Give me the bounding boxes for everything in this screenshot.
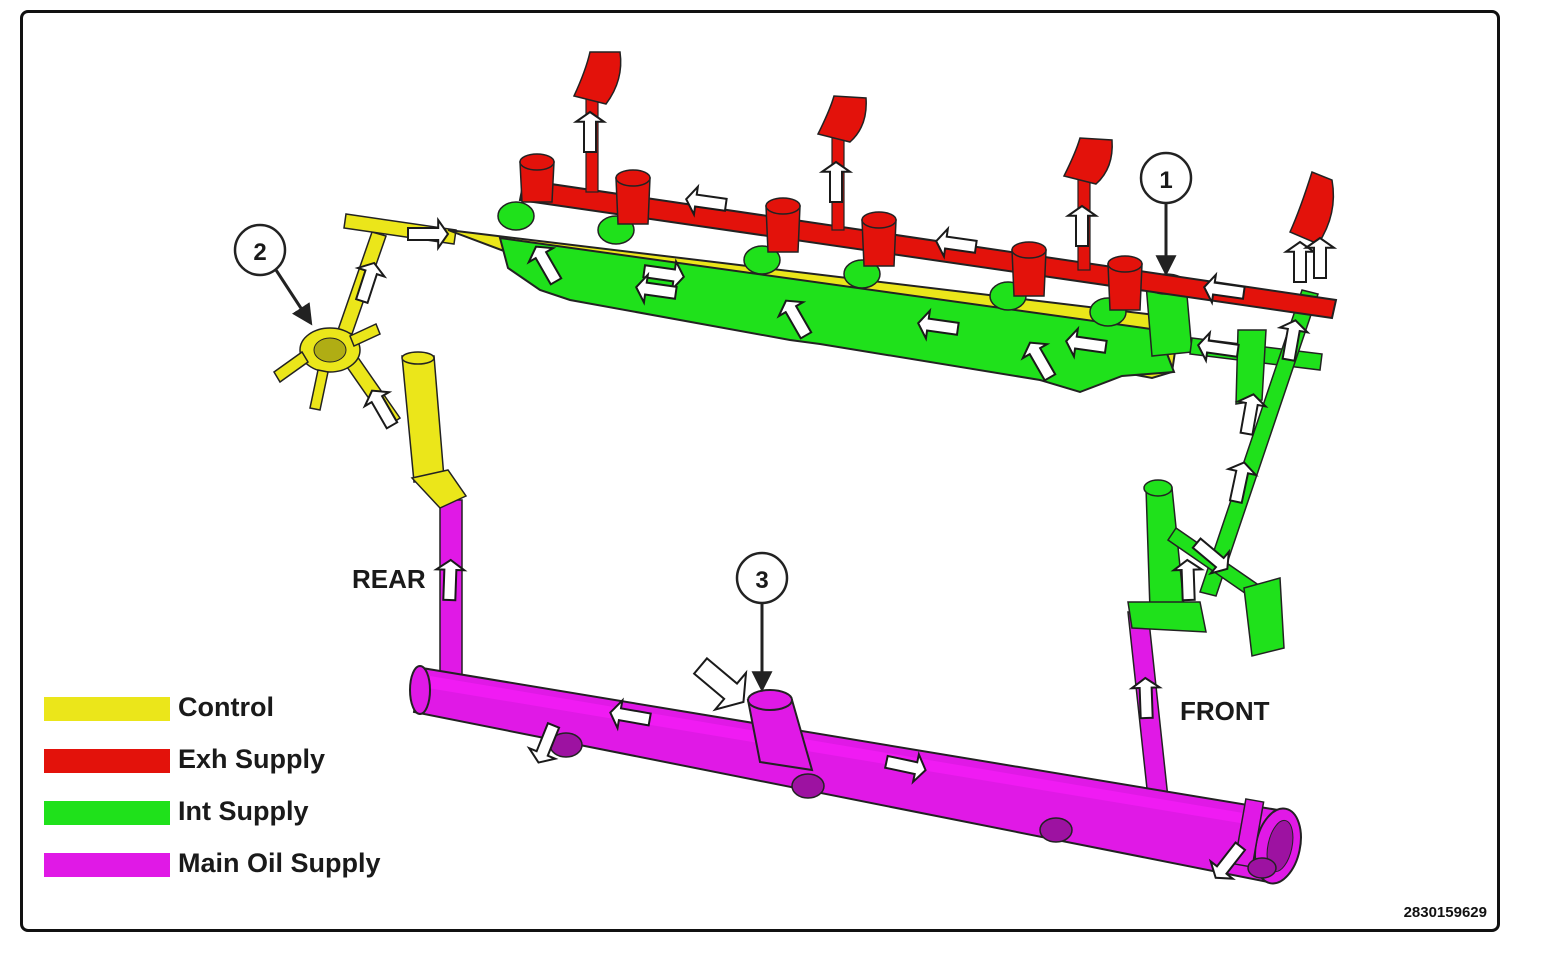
- legend-label-exh-supply: Exh Supply: [178, 744, 326, 774]
- flow-arrow-icon: [1276, 319, 1311, 362]
- front-label: FRONT: [1180, 696, 1270, 726]
- flow-arrow-icon: [684, 183, 728, 218]
- main-pipe-rear-end: [409, 665, 431, 715]
- flow-arrow-icon: [1202, 271, 1246, 306]
- legend-swatch-main-oil-supply: [44, 853, 170, 877]
- flow-arrow-icon: [362, 389, 399, 430]
- exhaust-towers: [519, 153, 1143, 311]
- legend-swatch-exh-supply: [44, 749, 170, 773]
- flow-arrow-icon: [1064, 204, 1100, 247]
- flow-arrow-icon: [1020, 341, 1057, 382]
- flow-arrow-icon: [1196, 329, 1240, 364]
- flow-arrow-icon: [884, 751, 927, 785]
- flow-arrow-icon: [1128, 676, 1163, 720]
- intake-front-standpipe: [1145, 487, 1185, 611]
- flow-arrow-icon: [526, 245, 563, 286]
- control-standpipe: [401, 355, 445, 483]
- flow-arrow-icon: [526, 721, 561, 764]
- flow-arrow-icon: [609, 697, 652, 732]
- flow-arrow-icon: [572, 110, 608, 153]
- legend-swatch-int-supply: [44, 801, 170, 825]
- legend-swatch-control: [44, 697, 170, 721]
- flow-arrow-icon: [634, 271, 678, 306]
- legend-label-int-supply: Int Supply: [178, 796, 309, 826]
- flow-arrow-icon: [433, 558, 468, 602]
- rear-label: REAR: [352, 564, 426, 594]
- callout-1-number: 1: [1159, 167, 1172, 194]
- intake-circuit: [497, 201, 1323, 657]
- flow-arrow-icon: [934, 225, 978, 260]
- flow-arrow-icon: [1170, 558, 1205, 602]
- flow-arrow-icon: [1064, 325, 1108, 360]
- legend-label-control: Control: [178, 692, 274, 722]
- figure-id: 2830159629: [1403, 904, 1487, 921]
- exhaust-bearing-caps: [572, 51, 1335, 245]
- callout-3: 3: [735, 551, 789, 693]
- flow-arrow-icon: [1208, 841, 1247, 880]
- flow-arrow-icon: [1191, 537, 1231, 576]
- callout-1: 1: [1139, 151, 1193, 277]
- flow-arrow-icon: [1225, 461, 1259, 504]
- flow-arrow-icon: [916, 307, 960, 342]
- flow-arrow-icon: [1302, 236, 1338, 279]
- callout-2: 2: [233, 223, 313, 326]
- flow-arrow-icon: [354, 261, 388, 305]
- callout-3-number: 3: [755, 567, 768, 594]
- flow-arrow-icon: [692, 656, 748, 712]
- legend-label-main-oil-supply: Main Oil Supply: [178, 848, 381, 878]
- intake-bracket: [1243, 577, 1285, 657]
- flow-arrow-icon: [818, 160, 854, 203]
- figure-frame: [20, 10, 1500, 932]
- flow-arrow-icon: [776, 299, 813, 340]
- flow-arrow-icon: [1234, 393, 1269, 436]
- callout-2-number: 2: [253, 239, 266, 266]
- flow-arrow-icon: [407, 216, 450, 252]
- flow-arrows: [354, 110, 1338, 880]
